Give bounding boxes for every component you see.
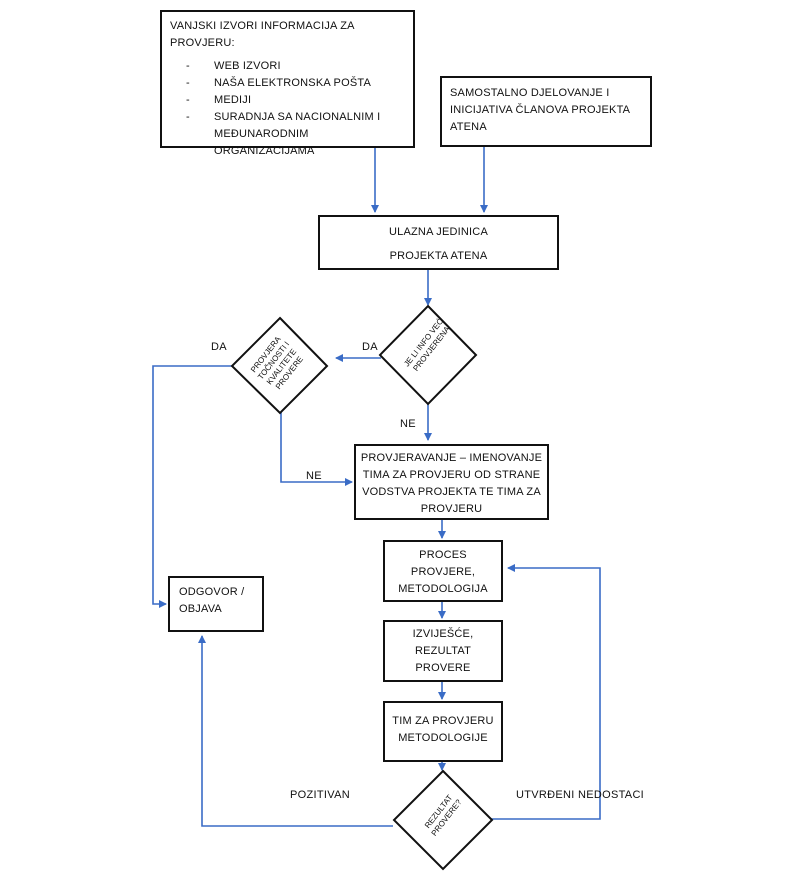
method-team-text: TIM ZA PROVJERU METODOLOGIJE — [392, 715, 494, 744]
source-item: MEDIJI — [186, 92, 410, 109]
report-box: IZVIJEŠĆE, REZULTAT PROVERE — [383, 620, 503, 682]
external-sources-title: VANJSKI IZVORI INFORMACIJA ZA PROVJERU: — [170, 20, 355, 49]
label-nedostaci: UTVRĐENI NEDOSTACI — [516, 789, 645, 801]
entry-unit-line1: ULAZNA JEDINICA — [389, 226, 488, 238]
external-sources-box: VANJSKI IZVORI INFORMACIJA ZA PROVJERU: … — [160, 10, 415, 157]
diamond-accuracy-check — [230, 316, 329, 415]
diamond-already-verified — [378, 304, 478, 406]
method-team-box: TIM ZA PROVJERU METODOLOGIJE — [383, 701, 503, 762]
self-initiative-text: SAMOSTALNO DJELOVANJE I INICIJATIVA ČLAN… — [450, 87, 630, 133]
process-text: PROCES PROVJERE, METODOLOGIJA — [398, 549, 488, 595]
process-box: PROCES PROVJERE, METODOLOGIJA — [383, 540, 503, 602]
source-item: SURADNJA SA NACIONALNIM I MEĐUNARODNIM O… — [186, 109, 410, 160]
report-text: IZVIJEŠĆE, REZULTAT PROVERE — [412, 628, 474, 674]
arrow-deficiencies-to-process — [491, 564, 601, 820]
response-text: ODGOVOR / OBJAVA — [179, 586, 245, 615]
entry-unit-box: ULAZNA JEDINICA PROJEKTA ATENA — [318, 215, 559, 270]
source-item: WEB IZVORI — [186, 58, 410, 75]
label-ne-left: NE — [306, 470, 322, 482]
entry-unit-line2: PROJEKTA ATENA — [389, 250, 488, 262]
diamond-result — [392, 769, 494, 871]
arrow-ne-to-verification-left — [280, 412, 353, 486]
self-initiative-box: SAMOSTALNO DJELOVANJE I INICIJATIVA ČLAN… — [440, 76, 652, 147]
arrow-da-to-response — [152, 365, 232, 608]
response-box: ODGOVOR / OBJAVA — [168, 576, 264, 632]
label-pozitivan: POZITIVAN — [290, 789, 350, 801]
label-da-right: DA — [362, 341, 378, 353]
external-sources-list: WEB IZVORI NAŠA ELEKTRONSKA POŠTA MEDIJI… — [186, 58, 410, 160]
label-da-left: DA — [211, 341, 227, 353]
verification-team-text: PROVJERAVANJE – IMENOVANJE TIMA ZA PROVJ… — [360, 452, 543, 515]
source-item: NAŠA ELEKTRONSKA POŠTA — [186, 75, 410, 92]
arrow-positive-to-response — [198, 635, 393, 827]
label-ne-bottom: NE — [400, 418, 416, 430]
verification-team-box: PROVJERAVANJE – IMENOVANJE TIMA ZA PROVJ… — [354, 444, 549, 520]
